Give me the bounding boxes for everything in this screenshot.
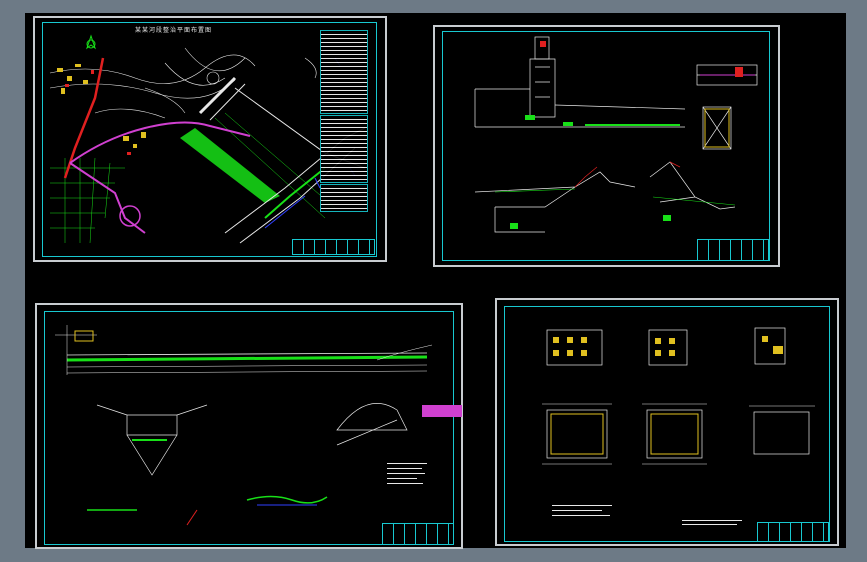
sheet-title: 某某河段整治平面布置图 [135,27,213,34]
sheet-longitudinal-profile[interactable] [35,303,463,549]
title-block [382,523,454,545]
building-graphics [542,327,815,525]
title-block [292,239,375,255]
data-table-1 [320,30,368,114]
title-block [757,522,829,542]
data-table-2 [320,115,368,183]
north-arrow-icon [86,34,96,50]
sheet-site-plan[interactable]: 某某河段整治平面布置图 [33,16,387,262]
sheet-frame [42,22,377,257]
title-block [697,239,769,261]
sheet-frame [44,311,454,545]
cad-drawing-viewport[interactable]: 某某河段整治平面布置图 [25,13,846,549]
sheet-frame [442,31,770,261]
profile-graphics [55,325,462,526]
sheet-pump-station[interactable] [433,25,780,267]
sheet-frame [504,306,830,542]
sheet-building[interactable] [495,298,839,546]
site-plan-graphics [49,34,366,244]
pump-station-graphics [474,36,758,233]
data-table-3 [320,184,368,212]
